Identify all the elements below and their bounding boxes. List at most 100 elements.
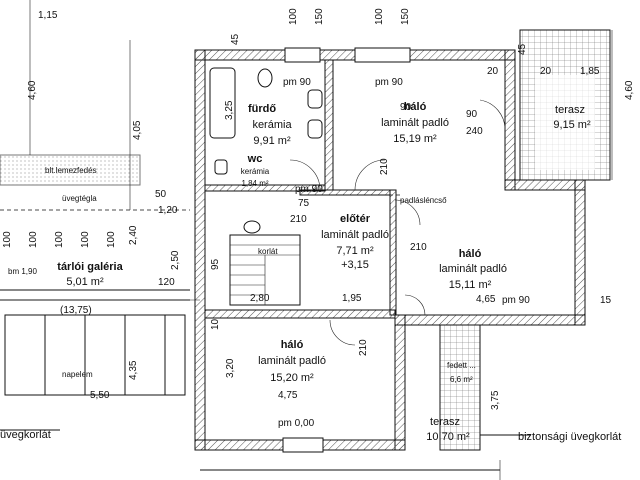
svg-text:fürdő: fürdő — [248, 103, 276, 115]
svg-text:2,80: 2,80 — [250, 293, 270, 304]
solar-panels — [4, 314, 186, 396]
svg-text:terasz: terasz — [555, 104, 585, 116]
svg-text:háló: háló — [404, 101, 427, 113]
svg-text:laminált padló: laminált padló — [439, 263, 507, 275]
svg-text:laminált padló: laminált padló — [321, 229, 389, 241]
svg-text:4,60: 4,60 — [27, 80, 38, 100]
sink-2 — [307, 119, 323, 139]
svg-text:(13,75): (13,75) — [60, 305, 92, 316]
svg-text:95: 95 — [210, 258, 221, 270]
svg-text:laminált padló: laminált padló — [381, 117, 449, 129]
svg-text:5,01 m²: 5,01 m² — [66, 276, 104, 288]
svg-text:210: 210 — [379, 158, 390, 175]
svg-text:100: 100 — [2, 231, 13, 248]
label-bm: bm 1,90 — [8, 267, 37, 276]
svg-text:laminált padló: laminált padló — [258, 355, 326, 367]
svg-text:100: 100 — [28, 231, 39, 248]
wc-bowl — [214, 159, 228, 175]
label-fedett: fedett ... — [447, 361, 476, 370]
svg-text:terasz: terasz — [430, 416, 460, 428]
bathtub — [209, 67, 236, 139]
svg-text:előtér: előtér — [340, 213, 371, 225]
svg-text:3,75: 3,75 — [490, 390, 501, 410]
room-wc: wc kerámia 1,84 m² — [241, 153, 270, 188]
svg-text:15: 15 — [600, 295, 612, 306]
svg-text:1,20: 1,20 — [158, 205, 178, 216]
svg-text:4,05: 4,05 — [132, 120, 143, 140]
svg-text:pm 0,00: pm 0,00 — [278, 418, 315, 429]
svg-text:5,50: 5,50 — [90, 390, 110, 401]
svg-text:50: 50 — [155, 189, 167, 200]
svg-text:1,84 m²: 1,84 m² — [241, 179, 268, 188]
svg-text:210: 210 — [410, 242, 427, 253]
svg-text:120: 120 — [158, 277, 175, 288]
staircase — [229, 234, 301, 306]
room-terasz-bottom: terasz 10,70 m² — [426, 416, 470, 443]
svg-text:100: 100 — [54, 231, 65, 248]
label-blt: blt.lemezfedés — [45, 166, 97, 175]
svg-text:wc: wc — [247, 153, 263, 165]
roof-area — [0, 154, 141, 186]
svg-text:20: 20 — [487, 66, 499, 77]
svg-text:háló: háló — [281, 339, 304, 351]
svg-text:2,40: 2,40 — [128, 225, 139, 245]
svg-text:+3,15: +3,15 — [341, 259, 369, 271]
svg-text:1,15: 1,15 — [38, 10, 58, 21]
label-korlat-left: üvegkorlát — [0, 429, 51, 441]
room-halo-bottom: háló laminált padló 15,20 m² — [258, 339, 326, 384]
svg-text:4,65: 4,65 — [476, 294, 496, 305]
svg-text:tárlói galéria: tárlói galéria — [57, 261, 123, 273]
svg-text:20: 20 — [540, 66, 552, 77]
svg-text:pm 90: pm 90 — [502, 295, 530, 306]
svg-text:45: 45 — [230, 33, 241, 45]
svg-text:10,70 m²: 10,70 m² — [426, 431, 470, 443]
svg-text:150: 150 — [314, 8, 325, 25]
label-napelem: napelem — [62, 370, 93, 379]
svg-text:1,85: 1,85 — [580, 66, 600, 77]
label-padlas: padlásléпcső — [400, 196, 447, 205]
svg-text:9,15 m²: 9,15 m² — [553, 119, 591, 131]
svg-text:15,11 m²: 15,11 m² — [449, 279, 492, 291]
svg-text:15,20 m²: 15,20 m² — [270, 372, 314, 384]
label-fedett-area: 6,6 m² — [450, 375, 473, 384]
dimensions: 1,15 4,60 4,60 4,05 100 150 100 150 45 4… — [2, 8, 635, 429]
svg-text:210: 210 — [358, 339, 369, 356]
room-halo-right: háló laminált padló 15,11 m² — [439, 248, 507, 291]
label-korlat-right: biztonsági üvegkorlát — [518, 431, 621, 443]
svg-text:pm 90: pm 90 — [295, 184, 323, 195]
svg-text:3,25: 3,25 — [224, 100, 235, 120]
svg-text:100: 100 — [106, 231, 117, 248]
svg-text:pm 90: pm 90 — [375, 77, 403, 88]
svg-text:1,95: 1,95 — [342, 293, 362, 304]
svg-text:210: 210 — [290, 214, 307, 225]
svg-text:90: 90 — [466, 109, 478, 120]
svg-text:150: 150 — [400, 8, 411, 25]
walls — [194, 49, 586, 451]
svg-text:75: 75 — [298, 198, 310, 209]
svg-text:4,35: 4,35 — [128, 360, 139, 380]
svg-text:100: 100 — [374, 8, 385, 25]
svg-text:45: 45 — [517, 43, 528, 55]
room-galeria: tárlói galéria 5,01 m² — [57, 261, 123, 288]
svg-text:100: 100 — [288, 8, 299, 25]
label-uvegfal: üvegtégla — [62, 194, 97, 203]
svg-text:4,75: 4,75 — [278, 390, 298, 401]
svg-text:90: 90 — [400, 102, 412, 113]
svg-text:10: 10 — [210, 318, 221, 330]
wc-basin — [243, 220, 261, 234]
room-halo-top: háló laminált padló 15,19 m² — [381, 101, 449, 145]
svg-text:4,60: 4,60 — [624, 80, 635, 100]
room-eloter: előtér laminált padló 7,71 m² +3,15 — [321, 213, 389, 271]
svg-text:240: 240 — [466, 126, 483, 137]
svg-text:kerámia: kerámia — [252, 119, 292, 131]
svg-text:háló: háló — [459, 248, 482, 260]
room-terasz-top: terasz 9,15 m² — [553, 104, 591, 131]
svg-text:kerámia: kerámia — [241, 167, 270, 176]
label-korlat: korlát — [258, 247, 278, 256]
toilet — [257, 68, 273, 88]
svg-text:7,71 m²: 7,71 m² — [336, 245, 374, 257]
svg-text:2,50: 2,50 — [170, 250, 181, 270]
svg-text:100: 100 — [80, 231, 91, 248]
room-furdo: fürdő kerámia 9,91 m² — [248, 103, 292, 147]
